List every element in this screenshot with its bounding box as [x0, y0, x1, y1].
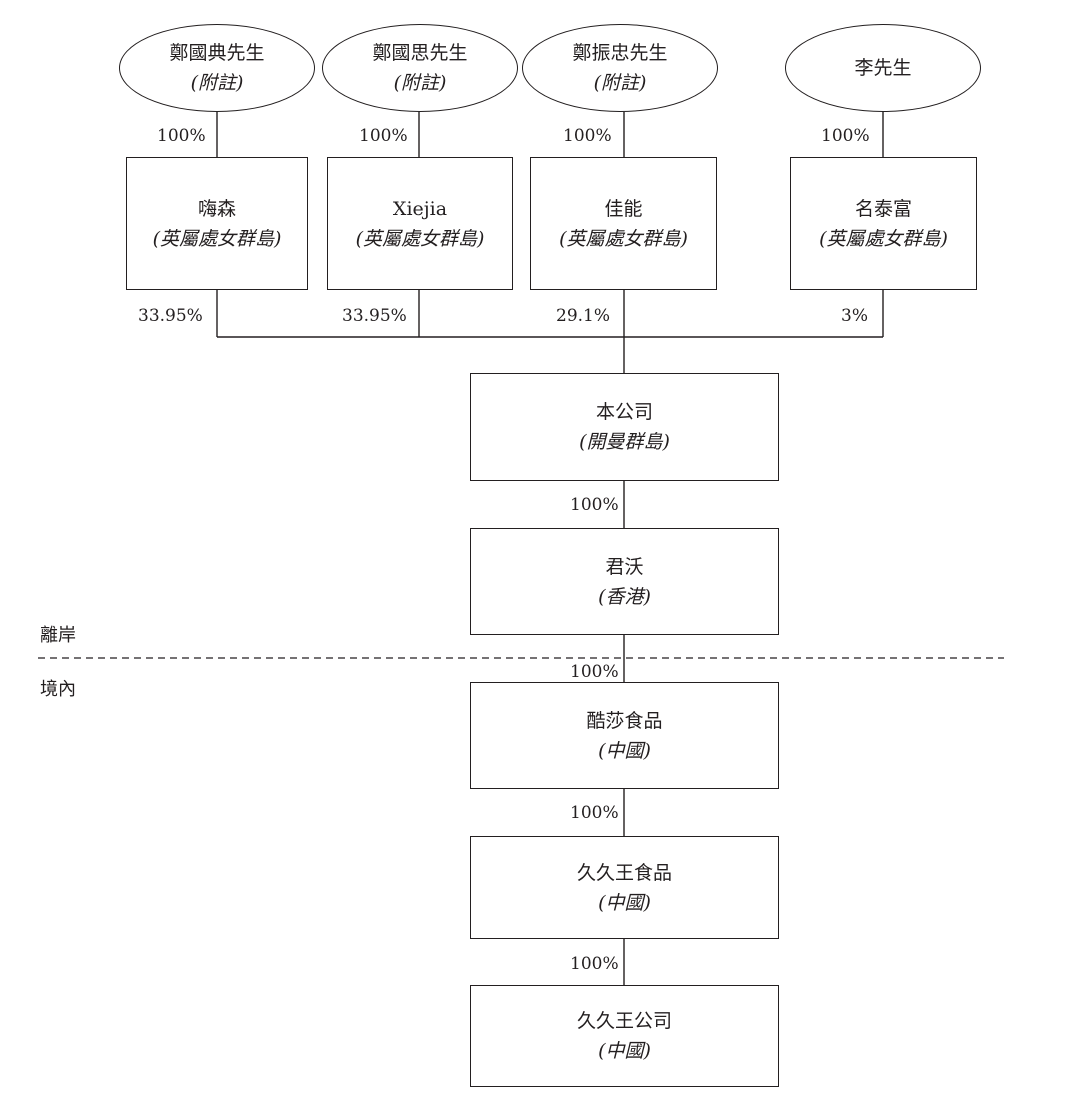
shareholder-oval: 鄭振忠先生 (附註): [522, 24, 718, 112]
company-name: 本公司: [595, 401, 653, 423]
company-name: 久久王食品: [576, 861, 672, 884]
company-jurisdiction: (英屬處女群島): [559, 227, 688, 250]
shareholder-oval: 鄭國典先生 (附註): [119, 24, 315, 112]
company-jurisdiction: (開曼群島): [579, 431, 670, 453]
company-name: 君沃: [605, 555, 644, 578]
company-jurisdiction: (中國): [598, 739, 651, 762]
company-box: 久久王公司 (中國): [470, 985, 779, 1087]
shareholder-name: 鄭國思先生: [372, 42, 468, 64]
stake-percent: 33.95%: [138, 306, 203, 326]
company-name: Xiejia: [392, 197, 448, 220]
ownership-percent: 100%: [821, 126, 870, 146]
company-name: 嗨森: [197, 197, 236, 220]
company-box: 久久王食品 (中國): [470, 836, 779, 939]
shareholder-name: 鄭振忠先生: [572, 42, 668, 64]
company-name: 酷莎食品: [586, 709, 663, 732]
shareholder-note: (附註): [190, 72, 244, 94]
company-jurisdiction: (英屬處女群島): [355, 227, 485, 250]
ownership-percent: 100%: [570, 662, 619, 682]
ownership-percent: 100%: [570, 495, 619, 515]
shareholder-oval: 鄭國思先生 (附註): [322, 24, 518, 112]
shareholder-name: 鄭國典先生: [169, 42, 265, 64]
shareholder-oval: 李先生: [785, 24, 981, 112]
shareholder-name: 李先生: [854, 57, 912, 79]
company-name: 佳能: [604, 197, 643, 220]
company-box: 本公司 (開曼群島): [470, 373, 779, 481]
company-name: 名泰富: [854, 197, 912, 220]
offshore-label: 離岸: [40, 625, 76, 646]
onshore-label: 境內: [40, 679, 76, 700]
holding-company-box: Xiejia (英屬處女群島): [327, 157, 513, 290]
holding-company-box: 名泰富 (英屬處女群島): [790, 157, 977, 290]
company-jurisdiction: (英屬處女群島): [152, 227, 282, 250]
company-jurisdiction: (香港): [598, 585, 651, 608]
ownership-percent: 100%: [570, 803, 619, 823]
company-name: 久久王公司: [576, 1010, 672, 1032]
stake-percent: 3%: [841, 306, 868, 326]
ownership-percent: 100%: [563, 126, 612, 146]
shareholder-note: (附註): [393, 72, 447, 94]
stake-percent: 33.95%: [342, 306, 407, 326]
company-box: 君沃 (香港): [470, 528, 779, 635]
ownership-percent: 100%: [570, 954, 619, 974]
company-jurisdiction: (中國): [598, 891, 651, 914]
holding-company-box: 佳能 (英屬處女群島): [530, 157, 717, 290]
company-jurisdiction: (中國): [598, 1040, 651, 1062]
ownership-percent: 100%: [157, 126, 206, 146]
ownership-percent: 100%: [359, 126, 408, 146]
shareholder-note: (附註): [593, 72, 647, 94]
holding-company-box: 嗨森 (英屬處女群島): [126, 157, 308, 290]
stake-percent: 29.1%: [556, 306, 611, 326]
company-box: 酷莎食品 (中國): [470, 682, 779, 789]
company-jurisdiction: (英屬處女群島): [819, 227, 948, 250]
